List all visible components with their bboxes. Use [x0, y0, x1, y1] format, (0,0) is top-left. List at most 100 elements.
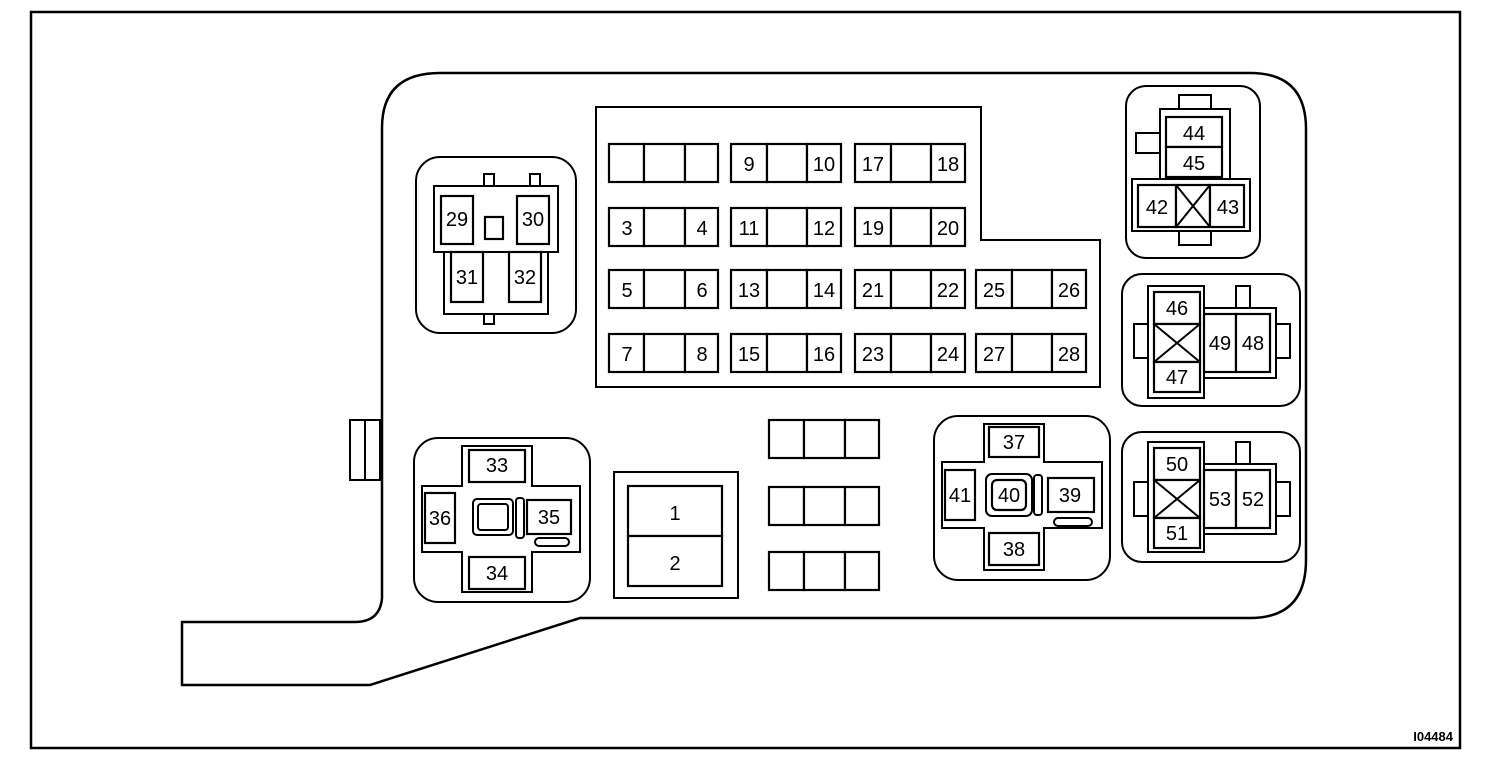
relay-label-30: 30 [522, 209, 544, 231]
relay-label-34: 34 [486, 563, 508, 585]
fuse-label-25: 25 [983, 280, 1005, 302]
fuse-slot [805, 206, 843, 248]
fuse-row-2: 3 4 11 12 19 20 [607, 206, 967, 248]
fuse-label-12: 12 [813, 218, 835, 240]
fuse-slot [683, 142, 720, 184]
fuse-slot [607, 332, 646, 374]
fuse-slot [765, 332, 809, 374]
relay-label-37: 37 [1003, 432, 1025, 454]
relay-50-53: 50 51 53 52 [1121, 431, 1301, 563]
relay-label-41: 41 [949, 485, 971, 507]
fuse-label-28: 28 [1058, 344, 1080, 366]
fuse-slot [929, 206, 967, 248]
relay-42-45: 44 45 42 43 [1125, 85, 1261, 259]
fuse-slot [642, 142, 687, 184]
fuse-slot [1010, 332, 1054, 374]
fuse-label-4: 4 [696, 218, 707, 240]
fuse-slot [642, 268, 687, 310]
relay-label-53: 53 [1209, 489, 1231, 511]
fuse-slot [1050, 268, 1088, 310]
fuse-slot [889, 206, 933, 248]
fuse-label-6: 6 [696, 280, 707, 302]
spare-slot-rows [767, 418, 881, 592]
relay-label-48: 48 [1242, 333, 1264, 355]
fuse-label-19: 19 [862, 218, 884, 240]
relay-label-45: 45 [1183, 153, 1205, 175]
relay-label-32: 32 [514, 267, 536, 289]
fuse-label-17: 17 [862, 154, 884, 176]
fuse-slot [642, 332, 687, 374]
fuse-box-housing [180, 71, 1308, 687]
fuse-label-5: 5 [621, 280, 632, 302]
fuse-slot [929, 142, 967, 184]
figure-border [29, 10, 1462, 750]
fuse-label-18: 18 [937, 154, 959, 176]
fuse-row-1: 9 10 17 18 [607, 142, 967, 184]
fuse-slot [642, 206, 687, 248]
fuse-label-23: 23 [862, 344, 884, 366]
fuse-label-11: 11 [739, 218, 760, 240]
fuse-label-26: 26 [1058, 280, 1080, 302]
fuse-slot [1010, 268, 1054, 310]
fuse-slot [929, 268, 967, 310]
relay-46-49: 46 47 49 48 [1121, 273, 1301, 407]
relay-label-36: 36 [429, 508, 451, 530]
fuse-slot [805, 142, 843, 184]
fuse-slot [889, 268, 933, 310]
relay-29-32: 29 30 31 32 [415, 156, 577, 334]
fuse-label-2: 2 [669, 553, 680, 575]
fuse-label-1: 1 [669, 503, 680, 525]
fuse-label-22: 22 [937, 280, 959, 302]
fuse-slot [1050, 332, 1088, 374]
fuse-slot [683, 268, 720, 310]
relay-label-39: 39 [1059, 485, 1081, 507]
fuse-slot [805, 332, 843, 374]
relay-label-47: 47 [1166, 367, 1188, 389]
fuse-slot [765, 142, 809, 184]
relay-33-36: 33 34 36 35 [413, 437, 591, 603]
fuse-slot [607, 142, 646, 184]
fuse-slot [805, 268, 843, 310]
relay-label-35: 35 [538, 507, 560, 529]
fuse-label-14: 14 [813, 280, 835, 302]
fuse-slot [683, 206, 720, 248]
fuse-row-3: 5 6 13 14 21 22 25 26 [607, 268, 1088, 310]
relay-label-42: 42 [1146, 197, 1168, 219]
fuse-slot [683, 332, 720, 374]
fuse-label-20: 20 [937, 218, 959, 240]
fuse-label-16: 16 [813, 344, 835, 366]
fuse-label-24: 24 [937, 344, 959, 366]
fuse-slot [607, 268, 646, 310]
relay-label-52: 52 [1242, 489, 1264, 511]
fuse-slot [853, 206, 893, 248]
fuse-label-13: 13 [738, 280, 760, 302]
fuse-slot [889, 142, 933, 184]
relay-label-33: 33 [486, 455, 508, 477]
fuse-slot [765, 206, 809, 248]
relay-label-44: 44 [1183, 123, 1205, 145]
fuse-slot [853, 268, 893, 310]
fuse-panel-outline [595, 106, 1101, 388]
fuse-label-15: 15 [738, 344, 760, 366]
fuse-slot [729, 142, 769, 184]
relay-label-29: 29 [446, 209, 468, 231]
relay-label-43: 43 [1217, 197, 1239, 219]
fuse-label-21: 21 [862, 280, 884, 302]
figure-id: I04484 [1413, 729, 1454, 744]
relay-label-38: 38 [1003, 539, 1025, 561]
relay-label-51: 51 [1166, 523, 1188, 545]
fuse-slot [729, 206, 769, 248]
fuse-row-4: 7 8 15 16 23 24 27 28 [607, 332, 1088, 374]
relay-label-50: 50 [1166, 454, 1188, 476]
relay-label-46: 46 [1166, 298, 1188, 320]
large-fuse-block: 1 2 [613, 471, 739, 599]
fuse-label-7: 7 [621, 344, 632, 366]
relay-label-49: 49 [1209, 333, 1231, 355]
fuse-label-8: 8 [696, 344, 707, 366]
fuse-label-3: 3 [621, 218, 632, 240]
fuse-slot [889, 332, 933, 374]
fuse-label-10: 10 [813, 154, 835, 176]
fuse-slot [765, 268, 809, 310]
relay-37-41: 37 38 41 40 39 [933, 415, 1111, 581]
